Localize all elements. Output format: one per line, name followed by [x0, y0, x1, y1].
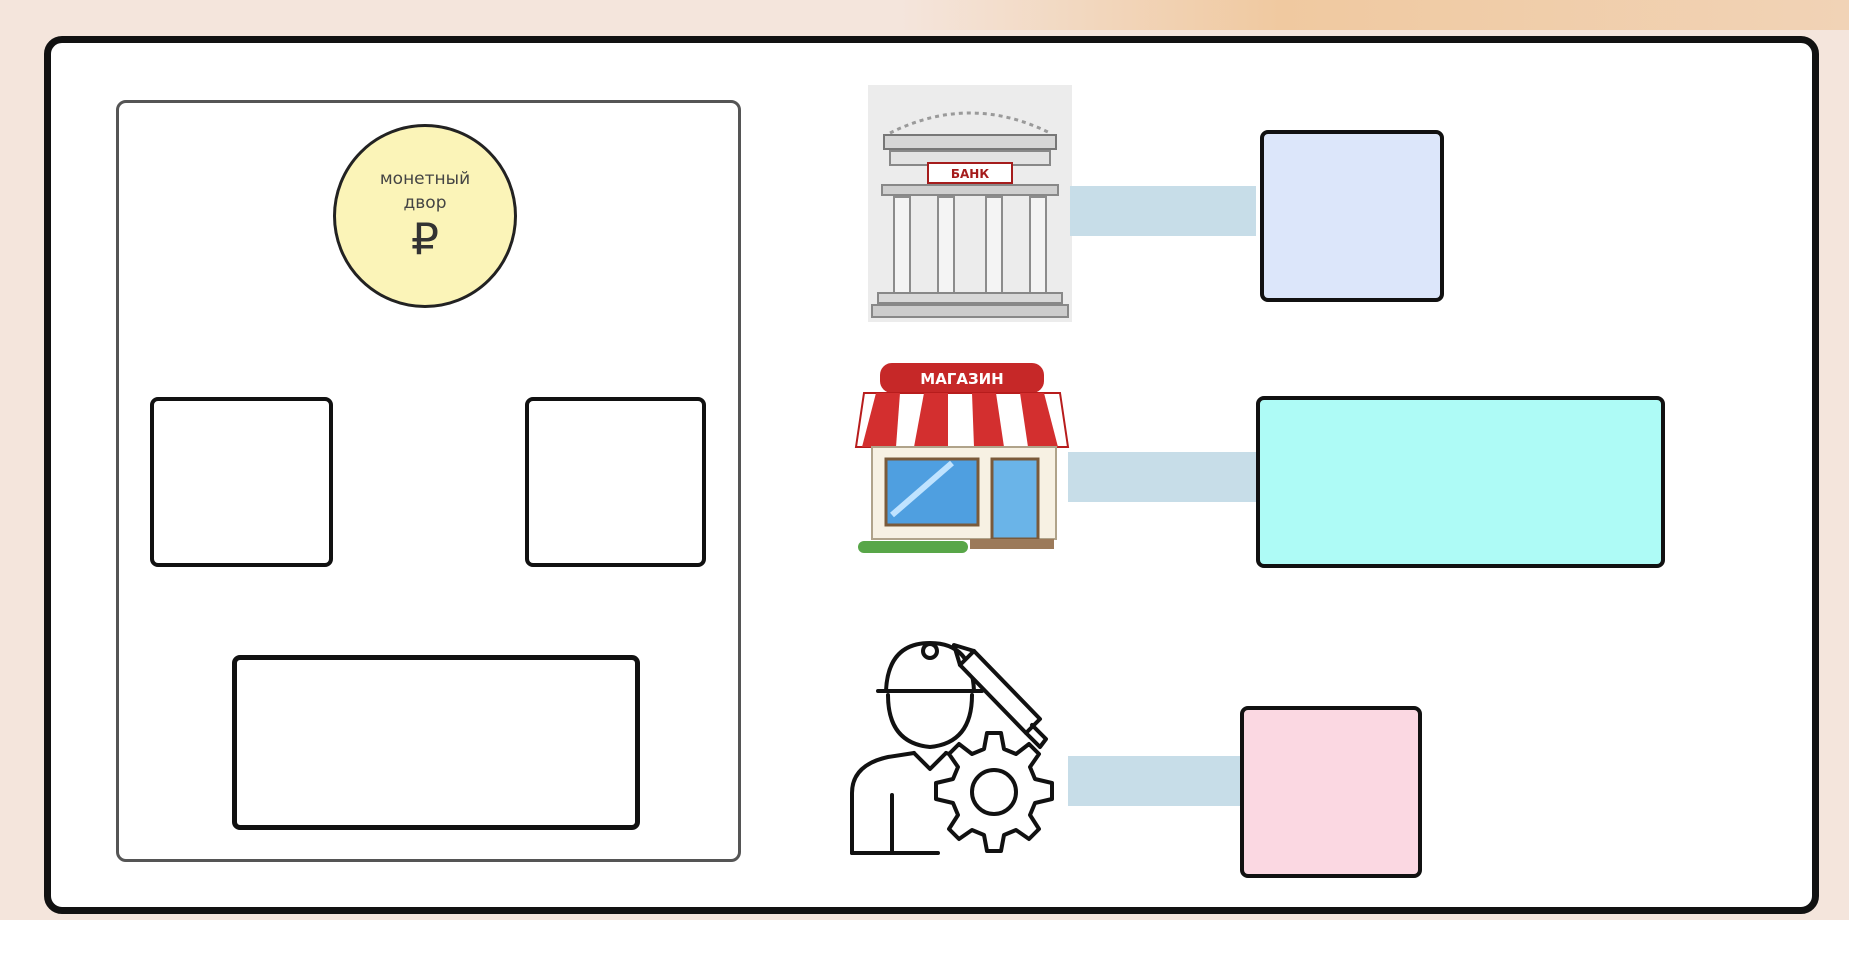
ruble-sign: ₽ [411, 214, 439, 265]
answer-box-right[interactable] [525, 397, 706, 567]
mint-circle: монетный двор ₽ [333, 124, 517, 308]
answer-box-bank[interactable] [1260, 130, 1444, 302]
answer-box-left[interactable] [150, 397, 333, 567]
engineer-gear-pencil-icon [850, 641, 1054, 855]
connector-engineer [1068, 756, 1240, 806]
answer-box-bottom[interactable] [232, 655, 640, 830]
background-accent [900, 0, 1849, 30]
background-footer [0, 920, 1849, 973]
mint-label-line2: двор [403, 193, 447, 213]
store-awning-icon: МАГАЗИН [854, 363, 1070, 553]
bank-building-icon: БАНК [868, 85, 1072, 322]
connector-bank [1070, 186, 1256, 236]
answer-box-store[interactable] [1256, 396, 1665, 568]
bank-sign-label: БАНК [951, 167, 989, 181]
mint-label-line1: монетный [379, 169, 471, 189]
connector-store [1068, 452, 1256, 502]
store-sign-label: МАГАЗИН [920, 370, 1003, 388]
answer-box-engineer[interactable] [1240, 706, 1422, 878]
